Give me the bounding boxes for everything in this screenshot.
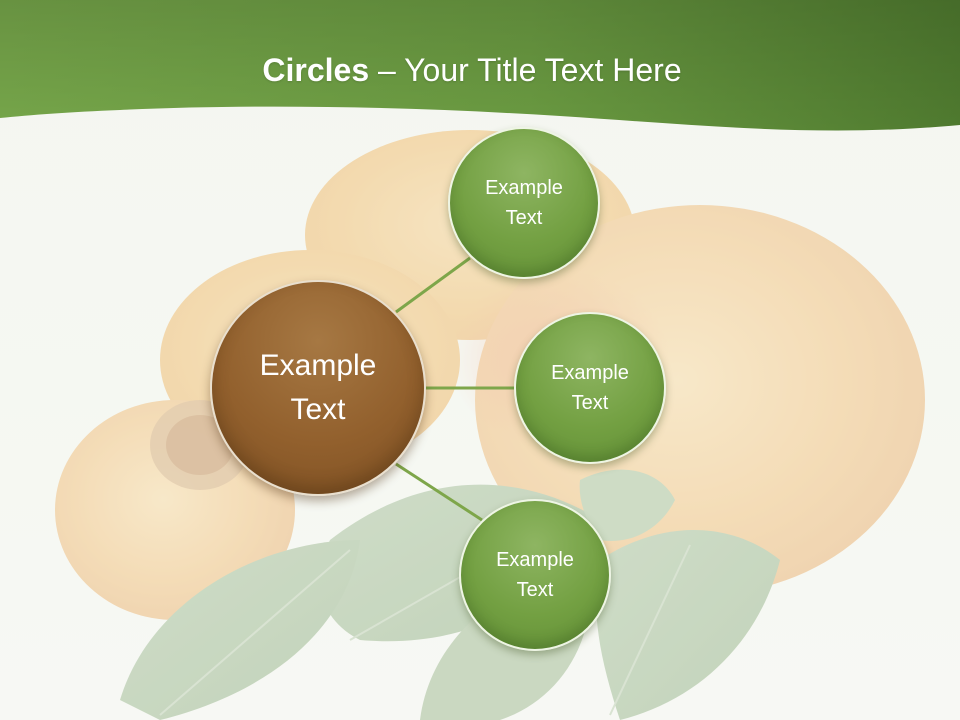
node-circle-top-label: Example Text xyxy=(485,177,563,229)
center-circle[interactable]: Example Text xyxy=(210,280,426,496)
node-circle-bottom-label: Example Text xyxy=(496,549,574,601)
center-circle-label: Example Text xyxy=(259,349,377,426)
node-circle-middle[interactable]: Example Text xyxy=(514,312,666,464)
title-rest: – Your Title Text Here xyxy=(369,52,682,88)
title-bold: Circles xyxy=(262,52,370,88)
page-title: Circles – Your Title Text Here xyxy=(0,52,944,89)
node-circle-middle-label: Example Text xyxy=(551,362,629,414)
header-band xyxy=(0,0,960,131)
node-circle-top[interactable]: Example Text xyxy=(448,127,600,279)
node-circle-bottom[interactable]: Example Text xyxy=(459,499,611,651)
